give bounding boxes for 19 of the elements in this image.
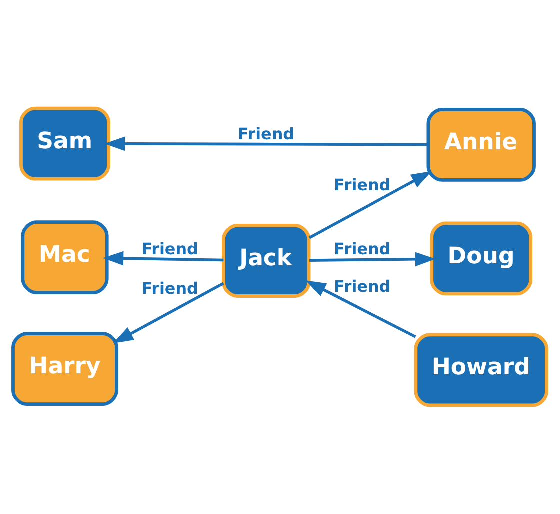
edge-label: Friend: [334, 276, 391, 296]
arrow: [310, 252, 436, 267]
arrow: [308, 171, 432, 240]
node-box: Mac: [21, 220, 109, 295]
node-box: Howard: [414, 333, 548, 408]
edge-label: Friend: [334, 176, 391, 195]
edge-label: Friend: [334, 239, 391, 258]
node-box: Doug: [430, 222, 533, 296]
arrow: [103, 251, 224, 266]
node-box: Jack: [222, 224, 311, 298]
node-box: Annie: [426, 108, 536, 182]
arrow: [104, 136, 428, 152]
node-box: Sam: [20, 106, 110, 181]
edge-label: Friend: [142, 279, 198, 298]
arrow: [306, 280, 416, 338]
arrow: [113, 282, 224, 344]
edge-label: Friend: [142, 239, 198, 258]
node-box: Harry: [12, 332, 118, 406]
edge-label: Friend: [238, 124, 295, 144]
